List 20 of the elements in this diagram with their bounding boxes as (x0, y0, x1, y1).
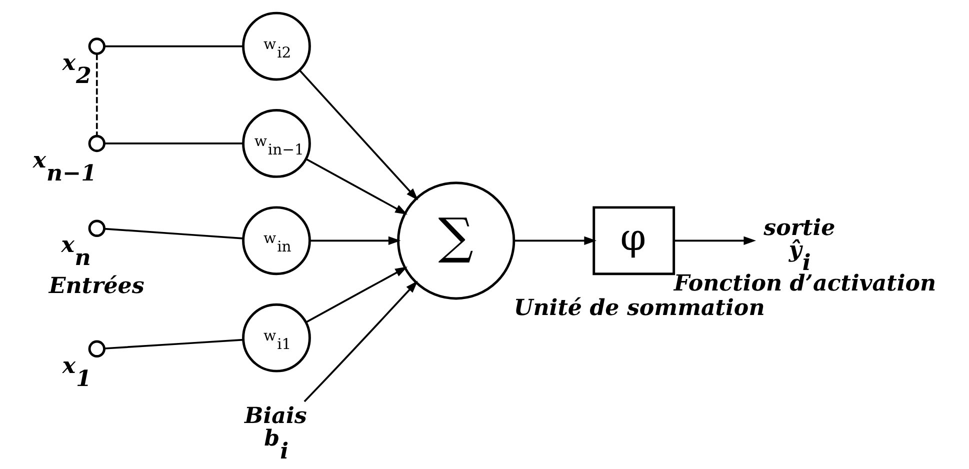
connector (104, 228, 243, 240)
arrow (309, 236, 400, 245)
arrow (303, 280, 418, 402)
node-circle (88, 220, 105, 237)
node-circle (88, 340, 105, 358)
connector (95, 54, 98, 136)
node-circle: ∑ (396, 182, 515, 300)
arrow (305, 158, 407, 215)
arrow (514, 236, 596, 245)
connector (104, 338, 243, 350)
node-circle (88, 38, 105, 55)
label: Entrées (48, 272, 144, 299)
node-box: φ (592, 206, 675, 276)
node-circle (88, 134, 105, 152)
connector (104, 142, 243, 144)
connector (104, 45, 243, 48)
arrow (298, 70, 418, 200)
arrow (305, 266, 407, 324)
node-label: Unité de sommation (513, 294, 764, 321)
arrow (673, 236, 756, 245)
